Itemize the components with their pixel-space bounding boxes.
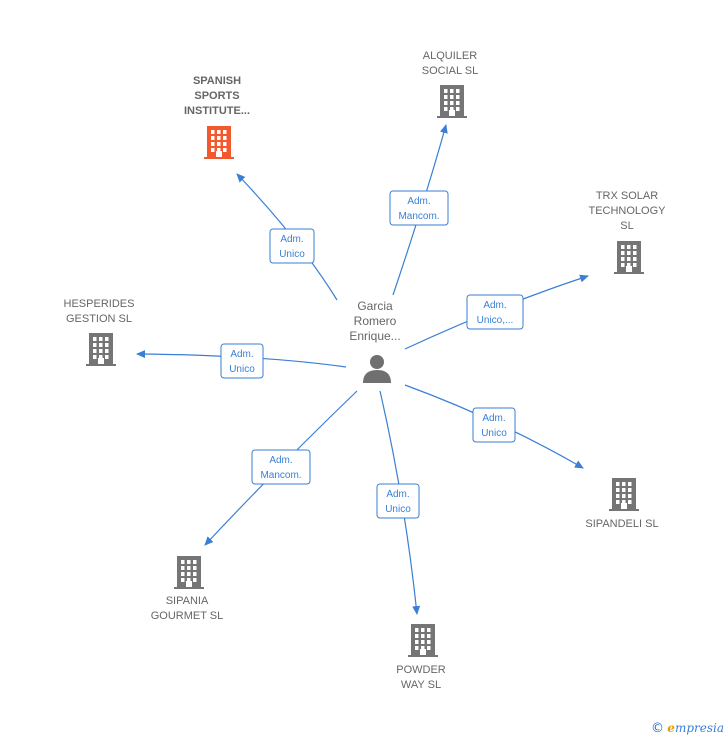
company-node-sipania-gourmet[interactable]: SIPANIA GOURMET SL	[151, 556, 224, 622]
role-label: Adm.	[482, 413, 505, 424]
role-label: Adm.	[386, 489, 409, 500]
role-label: Adm.	[280, 234, 303, 245]
company-node-hesperides[interactable]: HESPERIDES GESTION SL	[64, 298, 135, 366]
company-name-line: GESTION SL	[66, 313, 132, 325]
company-name-line: SPANISH	[193, 75, 241, 87]
role-label: Unico	[279, 249, 305, 260]
role-box-powder-way[interactable]: Adm. Unico	[376, 483, 420, 519]
role-label: Adm.	[483, 300, 506, 311]
company-node-spanish-sports[interactable]: SPANISH SPORTS INSTITUTE...	[184, 75, 250, 159]
role-label: Unico	[229, 364, 255, 375]
company-name-line: SIPANDELI SL	[585, 518, 658, 530]
role-label: Unico	[481, 428, 507, 439]
company-name-line: SIPANIA	[166, 595, 209, 607]
building-icon	[86, 333, 116, 366]
role-box-spanish-sports[interactable]: Adm. Unico	[269, 228, 315, 264]
company-node-alquiler-social[interactable]: ALQUILER SOCIAL SL	[422, 50, 478, 118]
building-icon	[204, 126, 234, 159]
company-name-line: SL	[620, 220, 633, 232]
footer-brand: © empresia	[651, 721, 724, 736]
person-name-line: Enrique...	[349, 329, 400, 343]
company-name-line: WAY SL	[401, 679, 441, 691]
company-name-line: TECHNOLOGY	[588, 205, 666, 217]
company-name-line: SOCIAL SL	[422, 65, 478, 77]
role-box-sipandeli[interactable]: Adm. Unico	[472, 407, 516, 443]
role-label: Unico,...	[477, 315, 514, 326]
role-label: Adm.	[230, 349, 253, 360]
empresia-logo: empresia	[667, 721, 724, 735]
role-box-sipania-gourmet[interactable]: Adm. Mancom.	[251, 449, 311, 485]
role-label: Unico	[385, 504, 411, 515]
role-label: Adm.	[269, 455, 292, 466]
role-label: Mancom.	[260, 470, 301, 481]
role-box-trx-solar[interactable]: Adm. Unico,...	[466, 294, 524, 330]
edges-layer: Adm.UnicoAdm.Mancom.Adm.Unico,...Adm.Uni…	[136, 124, 589, 615]
company-name-line: GOURMET SL	[151, 610, 224, 622]
copyright-symbol: ©	[650, 721, 664, 736]
nodes-layer: SPANISH SPORTS INSTITUTE... ALQUILER SOCIAL …	[64, 50, 667, 691]
company-name-line: INSTITUTE...	[184, 105, 250, 117]
building-icon	[614, 241, 644, 274]
role-box-alquiler-social[interactable]: Adm. Mancom.	[389, 190, 449, 226]
role-label: Mancom.	[398, 211, 439, 222]
person-name-line: Romero	[354, 314, 397, 328]
company-name-line: POWDER	[396, 664, 446, 676]
building-icon	[437, 85, 467, 118]
role-label: Adm.	[407, 196, 430, 207]
company-node-trx-solar[interactable]: TRX SOLAR TECHNOLOGY SL	[588, 190, 666, 274]
company-name-line: ALQUILER	[423, 50, 477, 62]
company-name-line: TRX SOLAR	[596, 190, 658, 202]
person-icon	[363, 355, 391, 383]
company-name-line: SPORTS	[194, 90, 239, 102]
person-name-line: Garcia	[357, 299, 393, 313]
building-icon	[609, 478, 639, 511]
role-box-hesperides[interactable]: Adm. Unico	[220, 343, 264, 379]
company-node-sipandeli[interactable]: SIPANDELI SL	[585, 478, 659, 530]
person-node[interactable]: GarciaRomeroEnrique...	[349, 299, 401, 383]
building-icon	[408, 624, 438, 657]
company-name-line: HESPERIDES	[64, 298, 135, 310]
building-icon	[174, 556, 204, 589]
company-node-powder-way[interactable]: POWDER WAY SL	[396, 624, 446, 691]
